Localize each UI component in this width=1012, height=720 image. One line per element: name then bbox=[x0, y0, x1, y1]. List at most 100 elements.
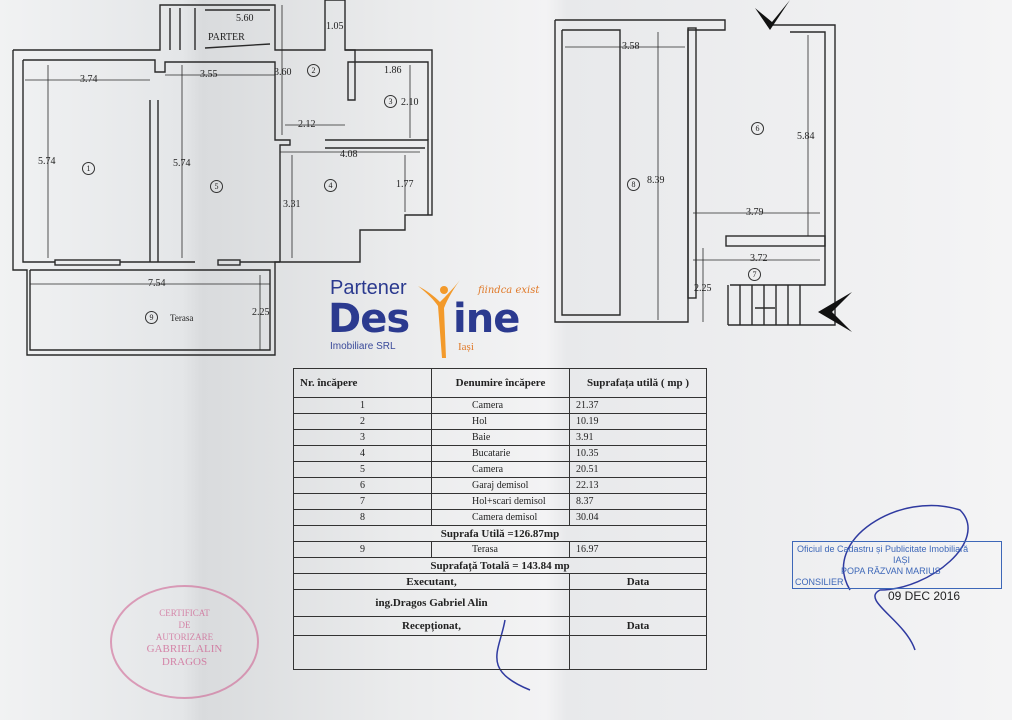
logo-company: Imobiliare SRL bbox=[330, 341, 396, 352]
room-number: 5 bbox=[210, 180, 223, 193]
dimension-label: 3.31 bbox=[283, 199, 301, 210]
header-nr: Nr. încăpere bbox=[293, 368, 432, 398]
cell-name: Garaj demisol bbox=[431, 477, 570, 494]
dimension-label: 1.86 bbox=[384, 65, 402, 76]
data-label: Data bbox=[569, 616, 707, 636]
cell-name: Terasa bbox=[431, 541, 570, 558]
date-stamp: 09 DEC 2016 bbox=[888, 589, 961, 603]
room-number: 2 bbox=[307, 64, 320, 77]
cell-area: 8.37 bbox=[569, 493, 707, 510]
red-authorization-stamp: CERTIFICAT DE AUTORIZARE GABRIEL ALIN DR… bbox=[110, 585, 259, 699]
cell-name: Baie bbox=[431, 429, 570, 446]
header-name: Denumire încăpere bbox=[431, 368, 570, 398]
dimension-label: 3.55 bbox=[200, 69, 218, 80]
cell-name: Hol+scari demisol bbox=[431, 493, 570, 510]
dimension-label: 5.60 bbox=[236, 13, 254, 24]
received-cell bbox=[293, 635, 570, 670]
cell-area: 10.19 bbox=[569, 413, 707, 430]
received-label: Recepționat, bbox=[293, 616, 570, 636]
useful-total: Suprafa Utilă =126.87mp bbox=[293, 525, 707, 542]
room-number: 7 bbox=[748, 268, 761, 281]
logo-city: Iași bbox=[458, 341, 474, 353]
room-number: 9 bbox=[145, 311, 158, 324]
dimension-label: 2.25 bbox=[694, 283, 712, 294]
cell-name: Camera bbox=[431, 397, 570, 414]
data-cell bbox=[569, 635, 707, 670]
stamp-text: CERTIFICAT bbox=[159, 608, 210, 618]
cell-nr: 9 bbox=[293, 541, 432, 558]
figure-icon bbox=[418, 280, 460, 358]
cell-area: 20.51 bbox=[569, 461, 707, 478]
parter-title: PARTER bbox=[208, 32, 245, 43]
cell-name: Camera demisol bbox=[431, 509, 570, 526]
check-mark-icon bbox=[755, 0, 790, 30]
dimension-label: 2.10 bbox=[401, 97, 419, 108]
dimension-label: 5.84 bbox=[797, 131, 815, 142]
cell-area: 30.04 bbox=[569, 509, 707, 526]
cell-nr: 3 bbox=[293, 429, 432, 446]
dimension-label: 8.39 bbox=[647, 175, 665, 186]
data-label: Data bbox=[569, 573, 707, 590]
dimension-label: 3.60 bbox=[274, 67, 292, 78]
dimension-label: 5.74 bbox=[173, 158, 191, 169]
table-row: 9 Terasa 16.97 bbox=[293, 541, 707, 558]
cell-nr: 5 bbox=[293, 461, 432, 478]
grand-total-row: Suprafață Totală = 143.84 mp bbox=[293, 557, 707, 574]
stamp-line: CONSILIER bbox=[795, 577, 844, 587]
dimension-label: 4.08 bbox=[340, 149, 358, 160]
cell-nr: 7 bbox=[293, 493, 432, 510]
stamp-text: GABRIEL ALIN bbox=[146, 643, 223, 655]
basement-walls bbox=[554, 19, 726, 323]
dimension-label: 2.12 bbox=[298, 119, 316, 130]
cell-area: 22.13 bbox=[569, 477, 707, 494]
stamp-text: DE bbox=[178, 620, 191, 630]
arrow-marker-icon bbox=[818, 292, 852, 332]
room-number: 6 bbox=[751, 122, 764, 135]
logo-tagline: fiindca exist bbox=[478, 285, 540, 296]
cell-area: 10.35 bbox=[569, 445, 707, 462]
cell-nr: 4 bbox=[293, 445, 432, 462]
ground-floor-walls bbox=[12, 0, 433, 356]
cell-nr: 8 bbox=[293, 509, 432, 526]
cell-name: Bucatarie bbox=[431, 445, 570, 462]
table-header: Nr. încăpere Denumire încăpere Suprafața… bbox=[293, 368, 707, 398]
executant-name: ing.Dragos Gabriel Alin bbox=[293, 589, 570, 617]
cadastre-office-stamp: Oficiul de Cadastru și Publicitate Imobi… bbox=[792, 541, 1002, 589]
cell-area: 16.97 bbox=[569, 541, 707, 558]
terrace-label: Terasa bbox=[170, 313, 194, 323]
cell-nr: 2 bbox=[293, 413, 432, 430]
dimension-label: 3.72 bbox=[750, 253, 768, 264]
executant-label: Executant, bbox=[293, 573, 570, 590]
cell-nr: 6 bbox=[293, 477, 432, 494]
grand-total: Suprafață Totală = 143.84 mp bbox=[293, 557, 707, 574]
rooms-table: Nr. încăpere Denumire încăpere Suprafața… bbox=[293, 368, 707, 670]
header-area: Suprafața utilă ( mp ) bbox=[569, 368, 707, 398]
cell-nr: 1 bbox=[293, 397, 432, 414]
dimension-label: 3.58 bbox=[622, 41, 640, 52]
room-number: 4 bbox=[324, 179, 337, 192]
useful-total-row: Suprafa Utilă =126.87mp bbox=[293, 525, 707, 542]
cell-name: Camera bbox=[431, 461, 570, 478]
stamp-line: POPA RĂZVAN MARIUS bbox=[841, 566, 941, 576]
stamp-text: DRAGOS bbox=[161, 656, 208, 668]
room-number: 1 bbox=[82, 162, 95, 175]
dimension-label: 5.74 bbox=[38, 156, 56, 167]
logo-brand-a: Des bbox=[328, 296, 410, 342]
dimension-label: 1.05 bbox=[326, 21, 344, 32]
dimension-label: 3.74 bbox=[80, 74, 98, 85]
dimension-label: 3.79 bbox=[746, 207, 764, 218]
logo-brand-b: ine bbox=[453, 296, 520, 342]
stamp-line: Oficiul de Cadastru și Publicitate Imobi… bbox=[797, 544, 969, 554]
cell-name: Hol bbox=[431, 413, 570, 430]
logo-line1: Partener bbox=[330, 277, 407, 299]
dimension-label: 1.77 bbox=[396, 179, 414, 190]
data-cell bbox=[569, 589, 707, 617]
